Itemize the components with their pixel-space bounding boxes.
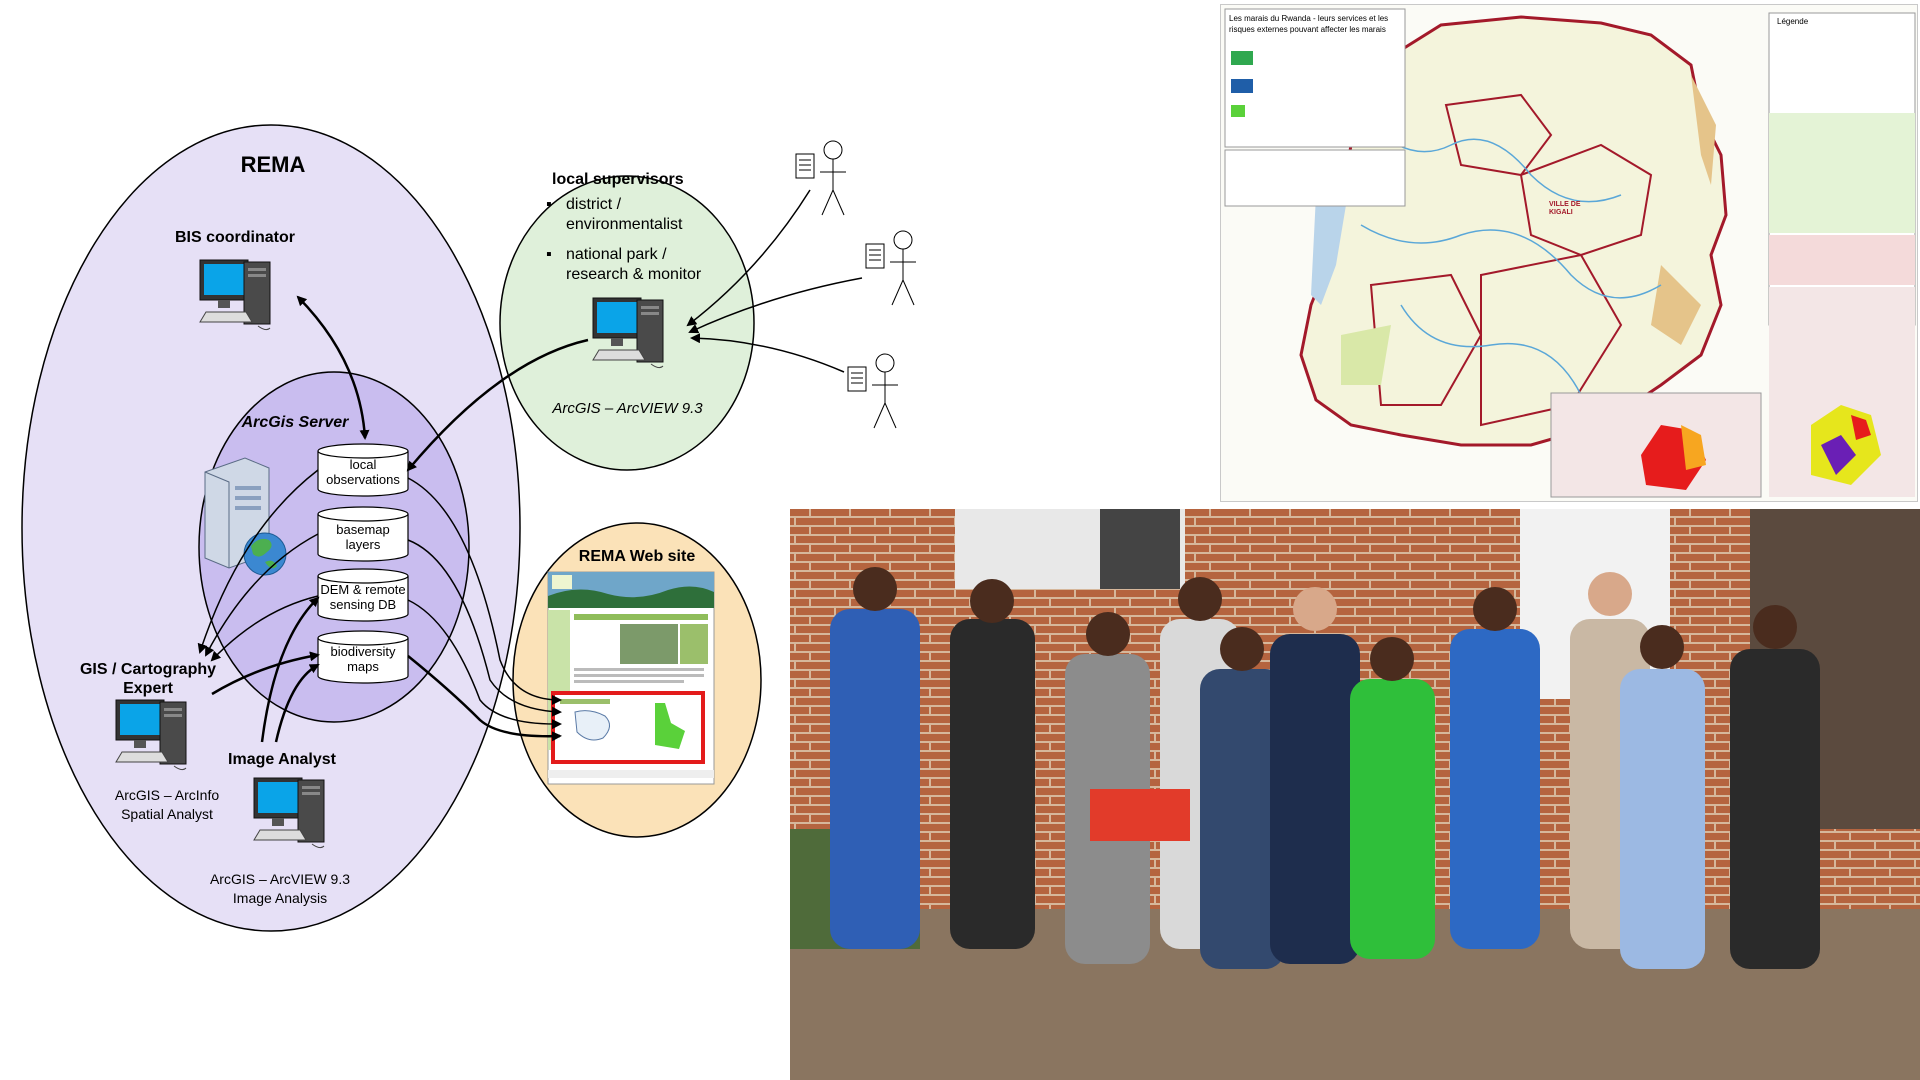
image-analyst-label: Image Analyst	[228, 751, 336, 768]
db-label-dem-remote-sensing: DEM & remote sensing DB	[320, 582, 406, 612]
arrow	[688, 277, 863, 334]
arrow	[407, 655, 562, 742]
rwanda-wetlands-map: Les marais du Rwanda - leurs services et…	[1220, 4, 1918, 502]
arrow	[211, 651, 320, 696]
arrow	[686, 189, 811, 327]
map-legend-title: Légende	[1777, 17, 1809, 26]
db-biodiversity-maps	[317, 630, 409, 684]
user-with-document-icon	[795, 140, 846, 216]
arrow	[407, 539, 562, 717]
supervisor-software: ArcGIS – ArcVIEW 9.3	[552, 400, 703, 417]
computer-icon	[592, 297, 664, 369]
db-dem-remote-sensing	[317, 568, 409, 622]
db-label-local-observations: local observations	[326, 457, 400, 487]
map-city-label: VILLE DE KIGALI	[1549, 201, 1581, 216]
arrow	[690, 333, 845, 373]
map-title: Les marais du Rwanda - leurs services et…	[1229, 14, 1389, 34]
computer-icon	[253, 777, 325, 849]
arrow	[407, 477, 562, 705]
list-item: district / environmentalist	[540, 195, 725, 235]
rema-title: REMA	[240, 152, 306, 177]
gis-expert-software: ArcGIS – ArcInfo Spatial Analyst	[114, 787, 220, 822]
computer-icon	[199, 259, 271, 331]
arrow	[210, 595, 319, 662]
bis-coordinator-label: BIS coordinator	[174, 229, 295, 246]
db-local-observations	[317, 443, 409, 497]
db-basemap-layers	[317, 506, 409, 562]
arrow	[260, 596, 320, 743]
arrow	[406, 338, 589, 472]
computer-icon	[115, 699, 187, 771]
db-label-basemap-layers: basemap layers	[336, 522, 390, 552]
photo-graphic	[790, 509, 1920, 1080]
arrow	[274, 663, 320, 743]
arrow	[407, 599, 562, 730]
image-analyst-software: ArcGIS – ArcVIEW 9.3 Image Analysis	[209, 871, 351, 906]
db-label-biodiversity-maps: biodiversity maps	[330, 644, 396, 674]
list-item: national park / research & monitor	[540, 245, 725, 285]
group-photo	[790, 509, 1920, 1080]
map-graphic	[1221, 5, 1917, 501]
arrow	[296, 295, 370, 440]
user-with-document-icon	[865, 230, 916, 306]
local-supervisors-title: local supervisors	[552, 171, 684, 188]
supervisor-list: district / environmentalist national par…	[540, 195, 725, 295]
arcgis-server-label: ArcGis Server	[241, 414, 349, 431]
gis-expert-label: GIS / Cartography Expert	[79, 661, 217, 697]
web-site-title: REMA Web site	[578, 548, 696, 565]
website-screenshot	[547, 571, 715, 785]
user-with-document-icon	[847, 353, 898, 429]
arrow	[197, 469, 319, 654]
arrow	[205, 533, 319, 657]
